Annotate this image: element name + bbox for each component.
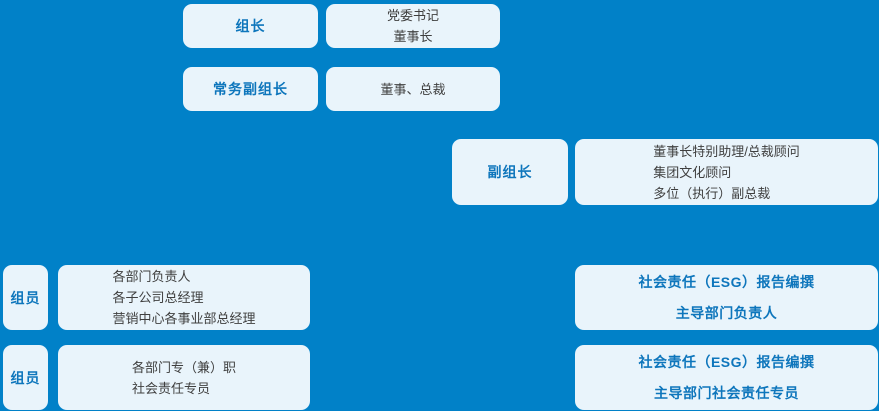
value-lines-member-1: 各部门负责人 各子公司总经理 营销中心各事业部总经理 [112, 266, 255, 329]
value-line: 董事长特别助理/总裁顾问 [653, 143, 800, 159]
value-box-deputy: 董事长特别助理/总裁顾问 集团文化顾问 多位（执行）副总裁 [575, 139, 878, 205]
value-line: 社会责任专员 [131, 380, 210, 396]
value-line: 董事、总裁 [380, 81, 446, 97]
value-line: 董事长 [393, 29, 433, 44]
role-box-leader: 组长 [183, 4, 318, 48]
value-line: 各部门负责人 [112, 269, 191, 284]
value-line: 各子公司总经理 [112, 290, 204, 305]
esg-box-member-1: 社会责任（ESG）报告编撰 主导部门负责人 [575, 265, 878, 330]
value-box-member-2: 各部门专（兼）职 社会责任专员 [58, 345, 310, 410]
esg-line: 主导部门负责人 [675, 304, 778, 321]
esg-line: 社会责任（ESG）报告编撰 [638, 273, 815, 290]
role-label-leader: 组长 [235, 18, 266, 34]
role-label-member-2: 组员 [10, 369, 41, 386]
value-box-member-1: 各部门负责人 各子公司总经理 营销中心各事业部总经理 [58, 265, 310, 330]
value-lines-member-2: 各部门专（兼）职 社会责任专员 [132, 357, 236, 399]
value-line: 集团文化顾问 [653, 164, 732, 180]
esg-lines-member-1: 社会责任（ESG）报告编撰 主导部门负责人 [638, 267, 814, 329]
value-lines-deputy: 董事长特别助理/总裁顾问 集团文化顾问 多位（执行）副总裁 [653, 141, 800, 204]
esg-lines-member-2: 社会责任（ESG）报告编撰 主导部门社会责任专员 [638, 347, 814, 409]
value-box-leader: 党委书记 董事长 [326, 4, 500, 48]
esg-box-member-2: 社会责任（ESG）报告编撰 主导部门社会责任专员 [575, 345, 878, 410]
role-box-deputy: 副组长 [452, 139, 568, 205]
value-lines-leader: 党委书记 董事长 [387, 5, 439, 47]
role-box-executive-deputy: 常务副组长 [183, 67, 318, 111]
esg-line: 社会责任（ESG）报告编撰 [638, 353, 815, 370]
esg-line: 主导部门社会责任专员 [653, 384, 799, 401]
role-box-member-1: 组员 [3, 265, 48, 330]
value-lines-executive-deputy: 董事、总裁 [380, 79, 445, 100]
value-line: 多位（执行）副总裁 [653, 185, 771, 201]
value-line: 各部门专（兼）职 [131, 359, 236, 375]
role-box-member-2: 组员 [3, 345, 48, 410]
value-line: 党委书记 [386, 8, 439, 23]
role-label-member-1: 组员 [10, 289, 41, 306]
value-box-executive-deputy: 董事、总裁 [326, 67, 500, 111]
value-line: 营销中心各事业部总经理 [112, 311, 256, 326]
role-label-executive-deputy: 常务副组长 [213, 81, 288, 97]
role-label-deputy: 副组长 [487, 164, 533, 180]
